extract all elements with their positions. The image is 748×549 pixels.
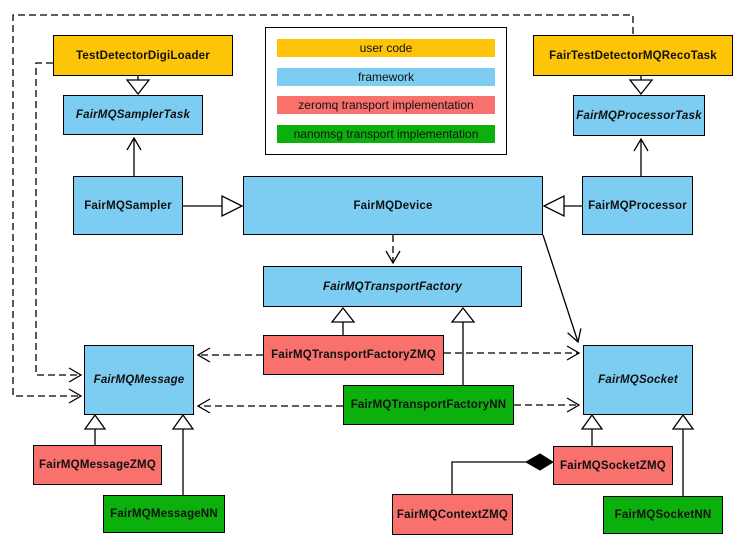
legend-item-framework: framework: [277, 67, 495, 86]
node-fairmqsocketnn: FairMQSocketNN: [603, 496, 723, 534]
edge-tfzmq-transportfactory-inheritance: [330, 306, 356, 335]
edge-messagezmq-message-inheritance: [83, 413, 107, 445]
edge-messagenn-message-inheritance: [171, 413, 195, 495]
node-fairmqprocessor: FairMQProcessor: [582, 176, 693, 235]
edge-socketzmq-socket-inheritance: [580, 413, 604, 446]
node-fairmqprocessortask: FairMQProcessorTask: [573, 95, 705, 136]
node-fairmqsocketzmq: FairMQSocketZMQ: [553, 446, 673, 485]
legend-label: nanomsg transport implementation: [293, 127, 479, 142]
node-fairmqdevice: FairMQDevice: [243, 176, 543, 235]
legend: user code framework zeromq transport imp…: [265, 27, 507, 155]
node-fairmqcontextzmq: FairMQContextZMQ: [392, 494, 513, 535]
node-fairmqmessagenn: FairMQMessageNN: [103, 495, 225, 533]
node-fairmqsocket: FairMQSocket: [583, 345, 693, 415]
node-fairmqsamplertask: FairMQSamplerTask: [63, 95, 203, 135]
legend-label: user code: [359, 40, 413, 55]
node-fairmqtransportfactory: FairMQTransportFactory: [263, 266, 522, 307]
edge-recotask-processortask-inheritance: [628, 76, 654, 96]
edge-contextzmq-socketzmq-composition: [451, 453, 554, 494]
legend-item-nanomsg: nanomsg transport implementation: [277, 125, 495, 144]
edge-digiloader-samplertask-inheritance: [125, 76, 151, 96]
edge-device-socket-association: [542, 234, 582, 344]
edge-processor-device-inheritance: [542, 194, 582, 218]
node-testdetectordigiloader: TestDetectorDigiLoader: [53, 35, 233, 76]
edge-recotask-message-dependency: [12, 14, 634, 404]
legend-label: zeromq transport implementation: [298, 98, 474, 113]
legend-item-zeromq: zeromq transport implementation: [277, 96, 495, 115]
legend-label: framework: [357, 69, 414, 84]
node-fairmqmessage: FairMQMessage: [84, 345, 194, 415]
node-fairmqsampler: FairMQSampler: [73, 176, 183, 235]
legend-item-user-code: user code: [277, 38, 495, 57]
node-fairmqmessagezmq: FairMQMessageZMQ: [33, 445, 162, 485]
node-fairmqtransportfactorynn: FairMQTransportFactoryNN: [343, 385, 514, 425]
node-fairtestdetectormqrecotask: FairTestDetectorMQRecoTask: [533, 35, 733, 76]
edge-tfnn-transportfactory-inheritance: [450, 306, 476, 385]
edge-socketnn-socket-inheritance: [671, 413, 695, 496]
edge-sampler-device-inheritance: [183, 194, 244, 218]
node-fairmqtransportfactoryzmq: FairMQTransportFactoryZMQ: [263, 335, 444, 375]
